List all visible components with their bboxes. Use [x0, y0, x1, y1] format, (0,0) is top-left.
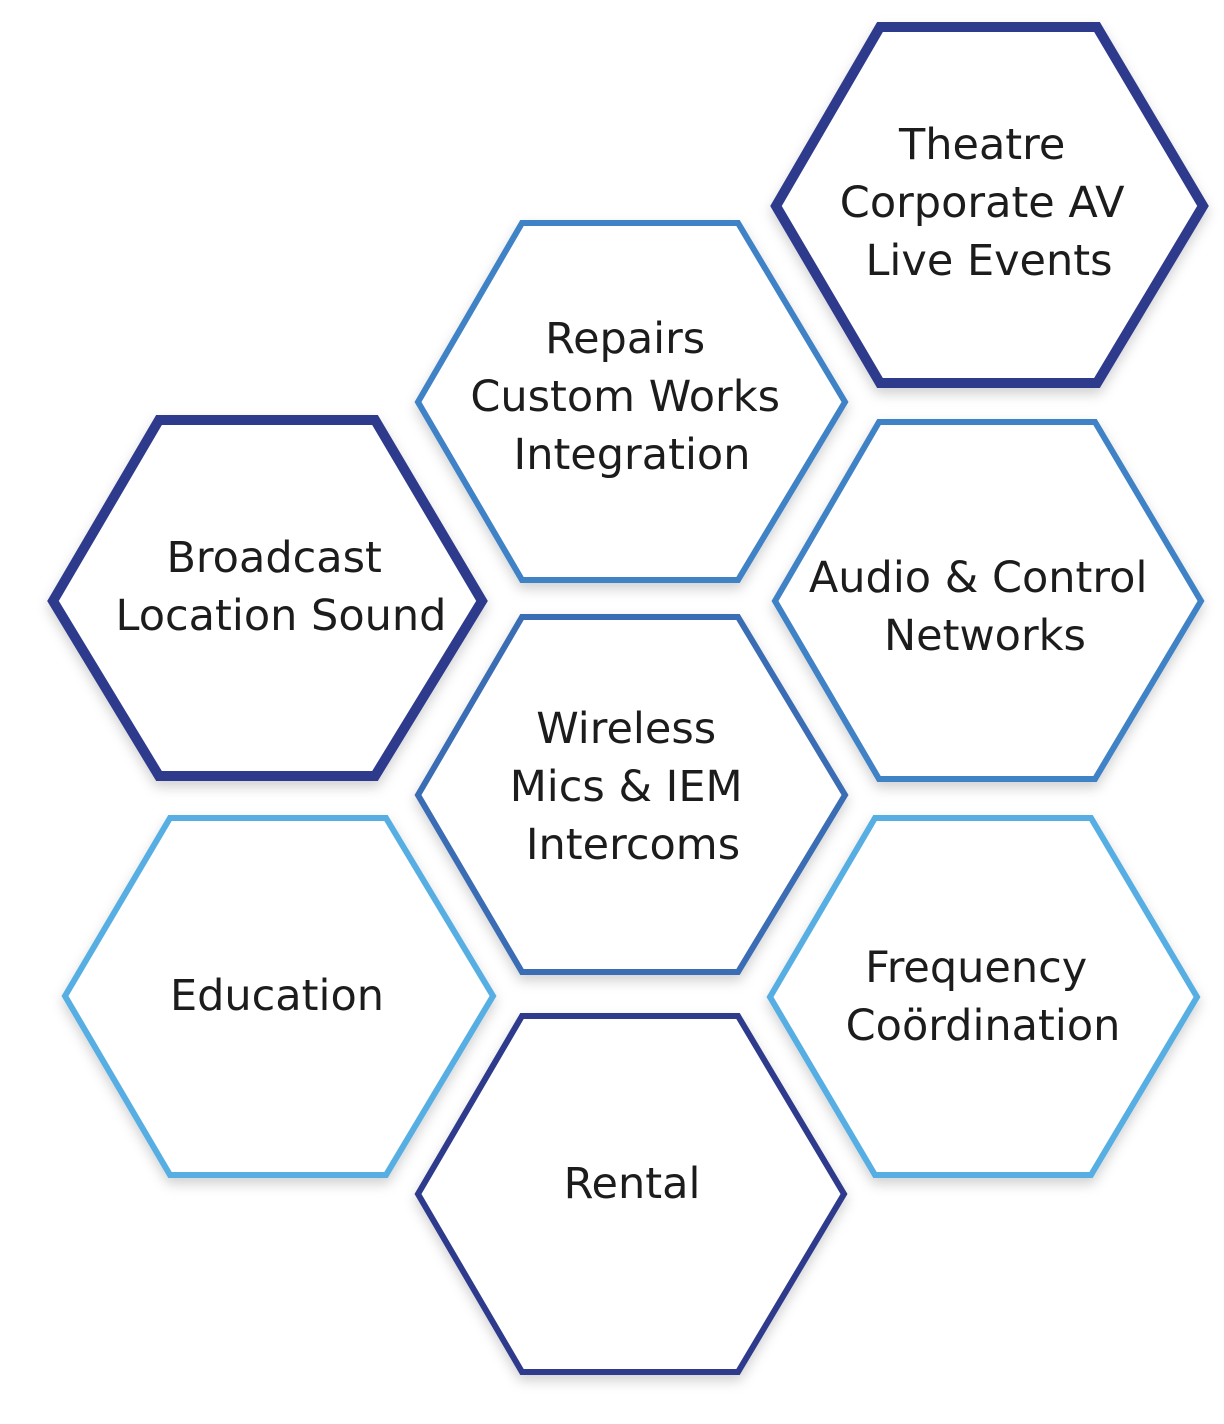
hexagon-education-outline	[61, 815, 497, 1178]
hexagon-rental-outline	[414, 1013, 848, 1375]
hexagon-wireless: Wireless Mics & IEM Intercoms	[414, 614, 849, 975]
hexagon-repairs-line-3: Integration	[514, 430, 751, 480]
hexagon-theatre: Theatre Corporate AV Live Events	[770, 22, 1209, 388]
hexagon-education-label: Education	[170, 971, 384, 1021]
hexagon-theatre-line-3: Live Events	[865, 236, 1112, 286]
hexagon-frequency-outline	[766, 815, 1201, 1178]
hexagon-broadcast-label: Broadcast Location Sound	[116, 533, 447, 641]
hexagon-repairs-outline	[414, 220, 849, 583]
hexagon-theatre-line-2: Corporate AV	[840, 178, 1125, 228]
hexagon-wireless-outline	[414, 614, 849, 975]
hexagon-broadcast: Broadcast Location Sound	[47, 415, 488, 781]
hexagon-audio-control-line-2: Networks	[884, 611, 1086, 661]
hexagon-theatre-label: Theatre Corporate AV Live Events	[840, 120, 1138, 286]
hexagon-wireless-line-1: Wireless	[536, 704, 716, 754]
hexagon-repairs-label: Repairs Custom Works Integration	[470, 314, 793, 480]
hexagon-repairs-line-2: Custom Works	[470, 372, 780, 422]
hexagon-frequency-line-1: Frequency	[865, 943, 1087, 993]
hexagon-broadcast-outline	[47, 415, 488, 781]
hexagon-audio-control-label: Audio & Control Networks	[809, 553, 1161, 661]
hexagon-audio-control-line-1: Audio & Control	[809, 553, 1148, 603]
hexagon-rental-line-1: Rental	[564, 1159, 701, 1209]
hexagon-audio-control: Audio & Control Networks	[771, 419, 1205, 782]
hexagon-frequency-line-2: Coördination	[846, 1001, 1121, 1051]
hexagon-rental: Rental	[414, 1013, 848, 1375]
hexagon-wireless-line-3: Intercoms	[526, 820, 740, 870]
hexagon-rental-label: Rental	[564, 1159, 701, 1209]
hexagon-education-line-1: Education	[170, 971, 384, 1021]
hexagon-theatre-line-1: Theatre	[898, 120, 1065, 170]
hexagon-wireless-line-2: Mics & IEM	[510, 762, 743, 812]
hexagon-broadcast-line-1: Broadcast	[166, 533, 381, 583]
hexagon-repairs-line-1: Repairs	[545, 314, 705, 364]
hexagon-education: Education	[61, 815, 497, 1178]
hexagon-audio-control-outline	[771, 419, 1205, 782]
hexagon-theatre-outline	[770, 22, 1209, 388]
hexagon-frequency-label: Frequency Coördination	[846, 943, 1121, 1051]
hexagon-frequency: Frequency Coördination	[766, 815, 1201, 1178]
hexagon-broadcast-line-2: Location Sound	[116, 591, 447, 641]
hexagon-repairs: Repairs Custom Works Integration	[414, 220, 849, 583]
hexagon-wireless-label: Wireless Mics & IEM Intercoms	[510, 704, 757, 870]
